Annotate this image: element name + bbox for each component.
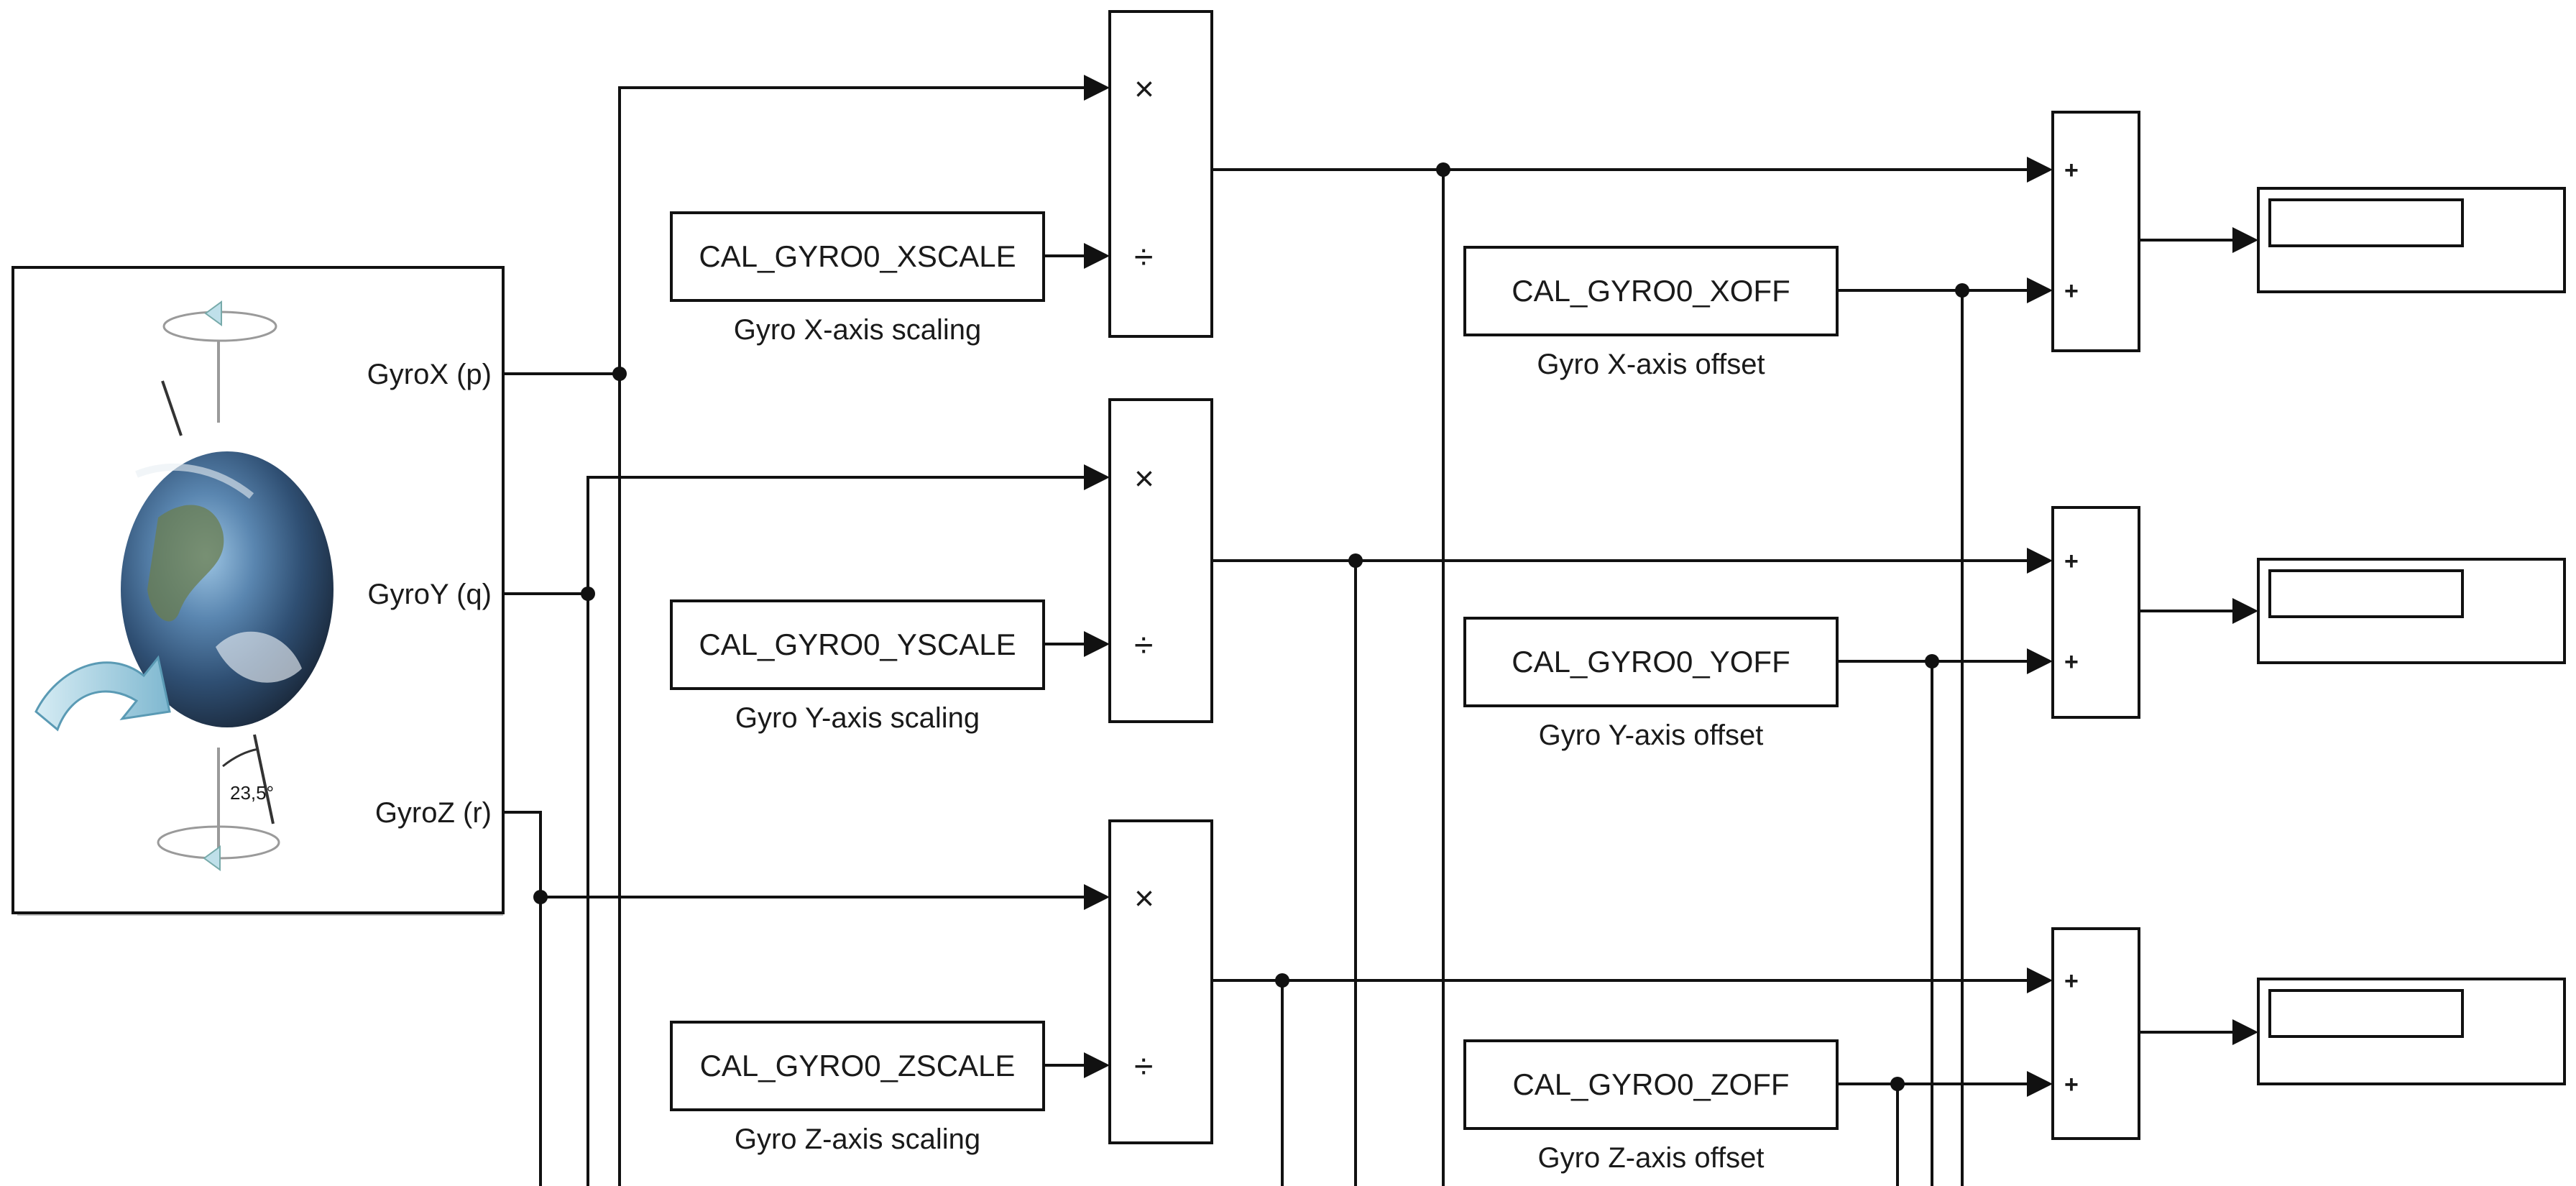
constant-yscale-value: CAL_GYRO0_YSCALE — [699, 628, 1016, 661]
arrow-sumz-in2 — [2027, 1071, 2053, 1097]
arrow-sumx-in1 — [2027, 157, 2053, 183]
top-rotation-arrow-icon — [204, 300, 222, 326]
constant-block-yscale[interactable]: CAL_GYRO0_YSCALE Gyro Y-axis scaling — [670, 599, 1045, 734]
branch-dot-gyroy — [581, 587, 595, 601]
constant-yscale-frame — [670, 599, 1045, 690]
arrow-prodx-in2 — [1084, 243, 1110, 269]
branch-dot-prody — [1348, 553, 1363, 568]
product-y-multiply-sign: × — [1134, 460, 1154, 498]
arrow-displayy-in — [2232, 598, 2258, 624]
arrow-prodz-in1 — [1084, 884, 1110, 910]
product-block-x[interactable]: × ÷ — [1108, 10, 1213, 338]
display-block-y[interactable] — [2257, 558, 2566, 664]
constant-yoff-caption: Gyro Y-axis offset — [1539, 720, 1764, 751]
branch-dot-yoff — [1925, 654, 1939, 668]
wire-gyrox-to-prodx[interactable] — [618, 86, 1085, 374]
arrow-sumy-in1 — [2027, 548, 2053, 574]
constant-zscale-value: CAL_GYRO0_ZSCALE — [700, 1049, 1016, 1082]
spin-direction-arrow-icon — [34, 655, 171, 732]
display-x-readout — [2268, 198, 2464, 247]
constant-zscale-caption: Gyro Z-axis scaling — [735, 1123, 980, 1155]
product-y-frame — [1108, 398, 1213, 723]
sum-z-plus-sign-1: + — [2064, 967, 2079, 995]
arrow-displayx-in — [2232, 227, 2258, 253]
constant-block-zscale[interactable]: CAL_GYRO0_ZSCALE Gyro Z-axis scaling — [670, 1021, 1045, 1155]
arrow-prody-in1 — [1084, 464, 1110, 490]
constant-xscale-frame — [670, 211, 1045, 302]
sum-y-frame — [2051, 506, 2140, 719]
arrow-prody-in2 — [1084, 631, 1110, 657]
constant-yscale-caption: Gyro Y-axis scaling — [735, 702, 980, 734]
earth-continent — [147, 505, 224, 622]
sum-y-plus-sign-2: + — [2064, 648, 2079, 676]
wire-gyroz[interactable] — [503, 811, 542, 1186]
product-x-divide-sign: ÷ — [1134, 239, 1153, 277]
constant-xoff-value: CAL_GYRO0_XOFF — [1512, 274, 1790, 308]
product-y-divide-sign: ÷ — [1134, 627, 1153, 665]
sum-x-plus-sign-2: + — [2064, 277, 2079, 305]
arrow-prodz-in2 — [1084, 1052, 1110, 1078]
constant-yoff-value: CAL_GYRO0_YOFF — [1512, 645, 1790, 679]
branch-points — [533, 162, 1969, 1091]
sum-x-plus-sign-1: + — [2064, 157, 2079, 184]
constant-zoff-frame — [1463, 1039, 1839, 1130]
sum-z-frame — [2051, 927, 2140, 1140]
branch-dot-zoff — [1890, 1077, 1905, 1091]
constant-xscale-value: CAL_GYRO0_XSCALE — [699, 239, 1016, 273]
sum-block-y[interactable]: + + — [2051, 506, 2140, 719]
product-x-multiply-sign: × — [1134, 70, 1154, 109]
display-block-z[interactable] — [2257, 978, 2566, 1085]
branch-dot-gyrox — [612, 367, 627, 381]
port-label-gyroy: GyroY (q) — [367, 579, 492, 610]
branch-dot-xoff — [1955, 283, 1969, 298]
earth-illustration: 23,5° — [34, 300, 334, 871]
constant-zscale-frame — [670, 1021, 1045, 1111]
sum-y-plus-sign-1: + — [2064, 548, 2079, 575]
sum-block-z[interactable]: + + — [2051, 927, 2140, 1140]
wire-gyroy-to-prody[interactable] — [586, 476, 1085, 594]
branch-dot-gyroz — [533, 890, 548, 904]
tilt-angle-label: 23,5° — [230, 782, 274, 804]
product-z-divide-sign: ÷ — [1134, 1048, 1153, 1086]
tilted-axis-top — [161, 380, 183, 436]
tilt-angle-arc — [222, 748, 259, 768]
sum-block-x[interactable]: + + — [2051, 111, 2140, 352]
earth-clouds-2 — [135, 464, 254, 499]
arrow-sumz-in1 — [2027, 967, 2053, 993]
constant-yoff-frame — [1463, 617, 1839, 707]
bottom-rotation-arrow-icon — [203, 845, 221, 871]
arrow-prodx-in1 — [1084, 75, 1110, 101]
constant-block-xoff[interactable]: CAL_GYRO0_XOFF Gyro X-axis offset — [1463, 246, 1839, 380]
port-label-gyrox: GyroX (p) — [367, 359, 492, 390]
earth-clouds — [216, 631, 302, 683]
branch-dot-prodx — [1436, 162, 1450, 177]
arrow-sumy-in2 — [2027, 648, 2053, 674]
product-z-multiply-sign: × — [1134, 880, 1154, 918]
product-z-frame — [1108, 819, 1213, 1144]
wire-arrowheads — [1084, 75, 2258, 1097]
product-block-y[interactable]: × ÷ — [1108, 398, 1213, 723]
sum-x-frame — [2051, 111, 2140, 352]
product-block-z[interactable]: × ÷ — [1108, 819, 1213, 1144]
gyro-sensor-block[interactable]: 23,5° GyroX (p) GyroY (q) GyroZ (r) — [12, 266, 505, 916]
constant-block-yoff[interactable]: CAL_GYRO0_YOFF Gyro Y-axis offset — [1463, 617, 1839, 751]
display-y-readout — [2268, 569, 2464, 618]
constant-zoff-value: CAL_GYRO0_ZOFF — [1512, 1067, 1789, 1101]
display-block-x[interactable] — [2257, 187, 2566, 293]
branch-dot-prodz — [1275, 973, 1289, 988]
constant-block-xscale[interactable]: CAL_GYRO0_XSCALE Gyro X-axis scaling — [670, 211, 1045, 346]
signal-lines — [503, 86, 2234, 1186]
display-z-readout — [2268, 989, 2464, 1038]
sum-z-plus-sign-2: + — [2064, 1071, 2079, 1098]
product-x-frame — [1108, 10, 1213, 338]
constant-zoff-caption: Gyro Z-axis offset — [1538, 1142, 1765, 1174]
arrow-sumx-in2 — [2027, 277, 2053, 303]
arrow-displayz-in — [2232, 1019, 2258, 1045]
constant-xoff-caption: Gyro X-axis offset — [1537, 349, 1765, 380]
constant-xscale-caption: Gyro X-axis scaling — [734, 314, 982, 346]
constant-block-zoff[interactable]: CAL_GYRO0_ZOFF Gyro Z-axis offset — [1463, 1039, 1839, 1174]
constant-xoff-frame — [1463, 246, 1839, 336]
port-label-gyroz: GyroZ (r) — [375, 797, 492, 829]
